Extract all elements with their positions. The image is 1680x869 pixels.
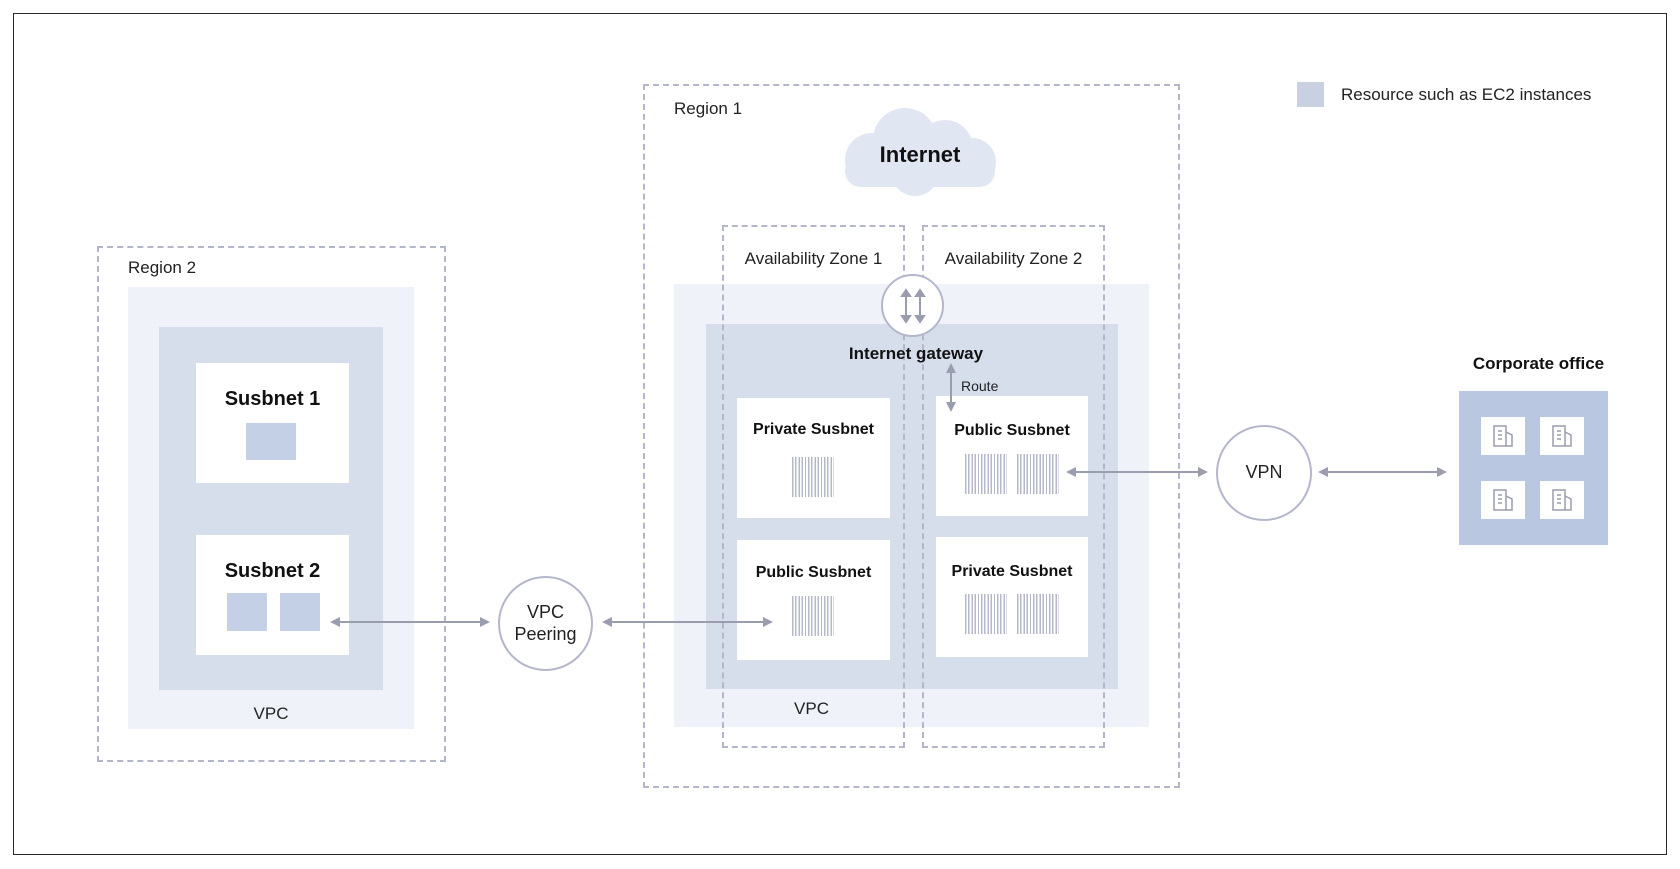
internet-gateway-icon <box>881 274 944 337</box>
az1-private-subnet-label: Private Susbnet <box>753 421 874 438</box>
corporate-office-block <box>1459 391 1608 545</box>
building-icon <box>1540 481 1584 519</box>
internet-gateway-label: Internet gateway <box>848 344 984 363</box>
az2-private-subnet-label: Private Susbnet <box>951 563 1073 580</box>
availability-zone-1 <box>722 225 905 748</box>
az1-public-subnet-label: Public Susbnet <box>755 564 872 581</box>
vpc-peering-node: VPC Peering <box>498 576 593 671</box>
route-label: Route <box>961 378 999 394</box>
az2-public-subnet-label: Public Susbnet <box>954 422 1070 439</box>
internet-label: Internet <box>879 142 961 167</box>
region-2-subnet-2 <box>196 535 349 655</box>
az2-private-subnet <box>936 537 1088 657</box>
az2-public-subnet <box>936 396 1088 516</box>
resource-instance <box>246 423 296 460</box>
availability-zone-2 <box>922 225 1105 748</box>
legend-swatch <box>1297 82 1324 107</box>
resource-instance <box>1017 594 1059 634</box>
region-2-boundary <box>97 246 446 762</box>
building-icon <box>1481 481 1525 519</box>
region-1-label: Region 1 <box>674 99 743 118</box>
resource-instance <box>965 594 1007 634</box>
region-2-label: Region 2 <box>128 258 197 277</box>
resource-instance <box>280 593 320 631</box>
region-2-subnet-2-label: Susbnet 2 <box>224 560 321 582</box>
resource-instance <box>965 454 1007 494</box>
resource-instance <box>792 596 834 636</box>
availability-zone-1-label: Availability Zone 1 <box>744 249 883 268</box>
corporate-office-label: Corporate office <box>1472 354 1605 373</box>
resource-instance <box>227 593 267 631</box>
availability-zone-2-label: Availability Zone 2 <box>944 249 1083 268</box>
region-2-subnet-1-label: Susbnet 1 <box>224 388 321 410</box>
region-1-boundary <box>643 84 1180 788</box>
building-icon <box>1540 417 1584 455</box>
region-1-vpc-label: VPC <box>794 699 829 718</box>
vpn-node: VPN <box>1216 425 1312 521</box>
legend-label: Resource such as EC2 instances <box>1341 85 1592 104</box>
resource-instance <box>792 457 834 497</box>
resource-instance <box>1017 454 1059 494</box>
diagram-frame <box>13 13 1667 855</box>
building-icon <box>1481 417 1525 455</box>
region-2-vpc-label: VPC <box>253 704 289 723</box>
